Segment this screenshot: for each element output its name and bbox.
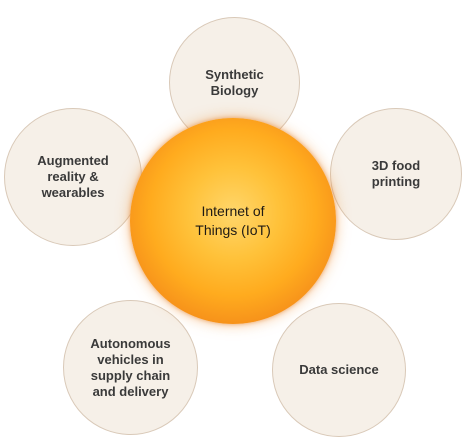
node-label-line: reality & xyxy=(47,169,99,184)
node-label-line: and delivery xyxy=(92,383,169,399)
node-label: Synthetic Biology xyxy=(205,67,264,99)
node-label-line: wearables xyxy=(41,185,105,200)
node-autonomous-vehicles: Autonomous vehicles in supply chain and … xyxy=(63,300,198,435)
node-label-line: supply chain xyxy=(90,367,171,383)
center-label-line: Internet of xyxy=(201,203,265,219)
node-label-line: Autonomous xyxy=(90,335,171,351)
node-label: Autonomous vehicles in supply chain and … xyxy=(90,336,170,400)
node-label-line: printing xyxy=(371,174,421,189)
node-label: 3D food printing xyxy=(372,158,420,190)
node-label-line: Augmented xyxy=(37,153,109,168)
center-label: Internet of Things (IoT) xyxy=(195,202,270,240)
node-label-line: 3D food xyxy=(371,158,421,173)
node-3d-food-printing: 3D food printing xyxy=(330,108,462,240)
node-label-line: Data science xyxy=(299,362,379,377)
center-iot-yolk: Internet of Things (IoT) xyxy=(130,118,336,324)
center-label-line: Things (IoT) xyxy=(195,222,271,238)
node-label-line: Synthetic xyxy=(205,66,264,82)
node-label: Data science xyxy=(299,362,379,378)
node-label: Augmented reality & wearables xyxy=(37,153,109,201)
node-augmented-reality: Augmented reality & wearables xyxy=(4,108,142,246)
node-label-line: Biology xyxy=(210,82,259,98)
node-data-science: Data science xyxy=(272,303,406,437)
node-label-line: vehicles in xyxy=(97,351,164,367)
